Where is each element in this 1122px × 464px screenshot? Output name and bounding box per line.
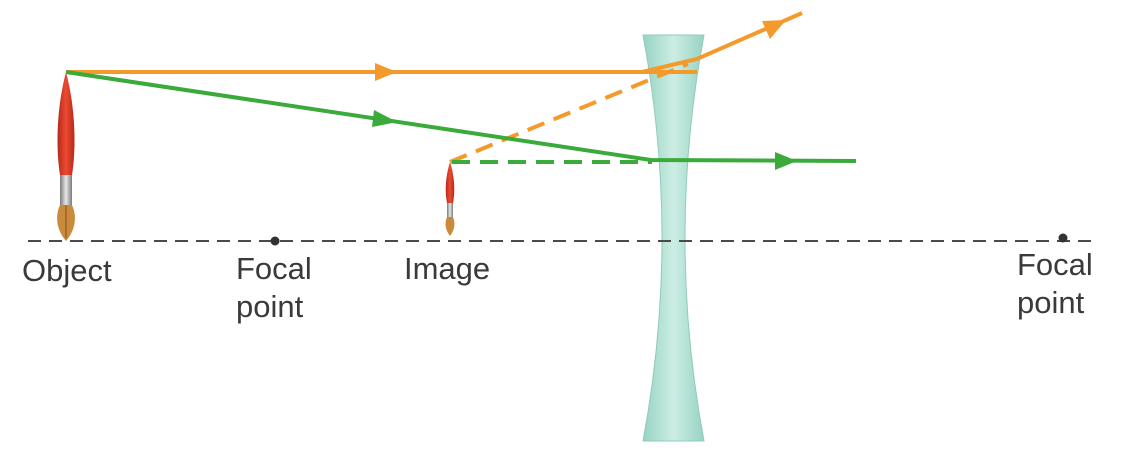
orange-ray [66,11,803,81]
image-paintbrush [445,162,455,236]
orange-ray-arrowhead-1 [375,63,397,81]
image-label: Image [404,251,491,286]
focal-point-right-label: Focal point [1017,246,1093,322]
green-ray-arrowhead-2 [775,152,797,170]
concave-lens [642,34,705,442]
focal-point-left-dot [270,236,280,246]
focal-point-right-label-line2: point [1017,285,1085,320]
focal-point-left-label-line2: point [236,289,304,324]
focal-point-right-dot [1058,233,1068,243]
green-ray-arrowhead-1 [372,110,397,127]
focal-point-left-label-line1: Focal [236,251,312,286]
green-ray [65,70,857,170]
focal-point-right-label-line1: Focal [1017,247,1093,282]
focal-point-left-label: Focal point [236,250,312,326]
orange-virtual-ray [449,62,689,164]
object-label: Object [22,253,112,288]
orange-ray-arrowhead-2 [762,20,786,39]
object-paintbrush [57,72,75,241]
